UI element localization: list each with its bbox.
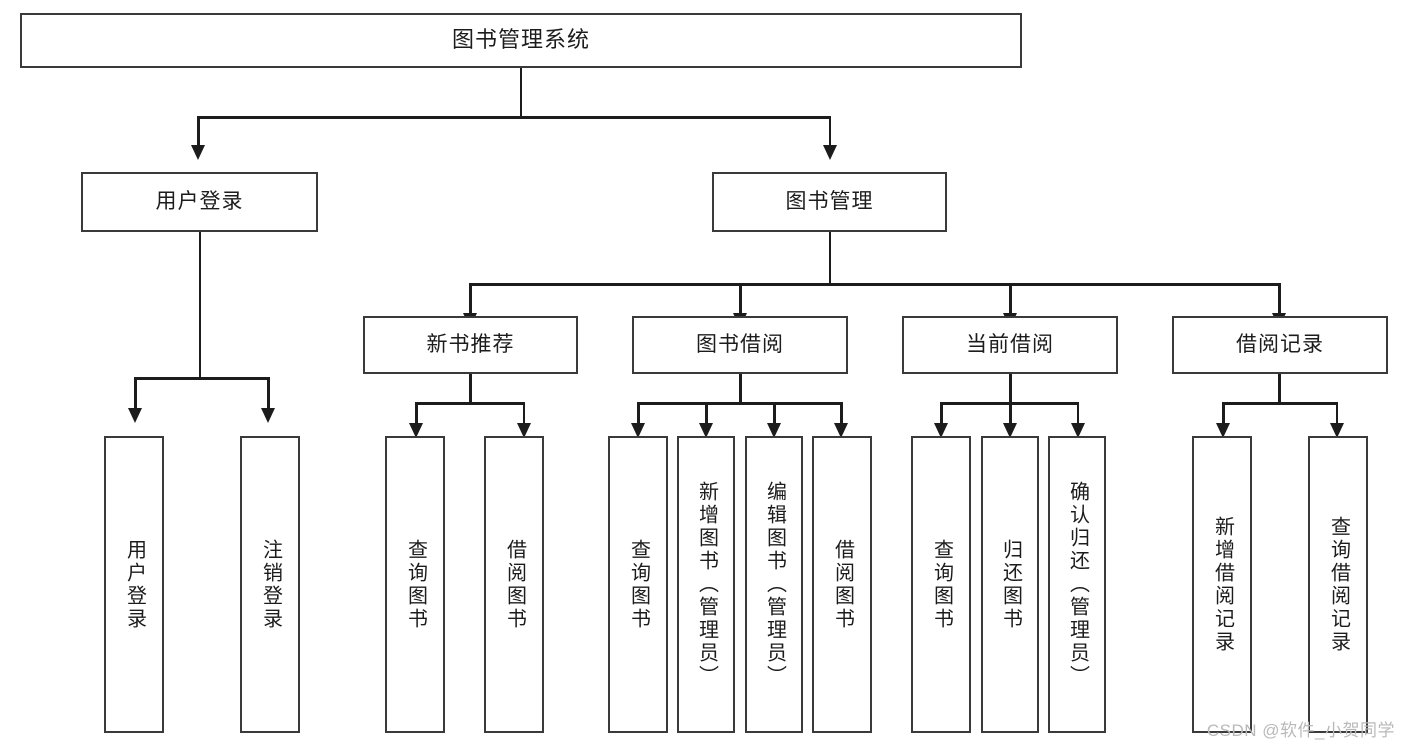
connector-book-borrow-drop-2 [705,402,708,424]
node-leaf-add-record[interactable]: 新增借阅记录 [1192,436,1252,733]
node-label: 确认归还（管理员） [1066,481,1089,688]
node-leaf-borrow-book-1[interactable]: 借阅图书 [484,436,544,733]
node-label: 借阅图书 [503,538,526,631]
connector-current-borrow-stem [1009,374,1012,404]
arrowhead-user-login [191,145,206,160]
arrowhead-leaf-borrow-book-1 [516,423,531,438]
connector-borrow-record-bus [1222,402,1338,405]
node-label: 查询图书 [627,538,650,631]
node-label: 借阅图书 [831,538,854,631]
arrowhead-leaf-add-book [699,423,714,438]
connector-book-borrow-drop-3 [773,402,776,424]
connector-to-book-management [828,116,831,146]
arrowhead-leaf-add-record [1216,423,1231,438]
node-leaf-user-login[interactable]: 用户登录 [104,436,164,733]
connector-new-book-drop-2 [522,402,525,424]
arrowhead-leaf-query-book-2 [631,423,646,438]
node-user-login[interactable]: 用户登录 [81,172,318,232]
arrowhead-leaf-logout [261,408,276,423]
connector-drop-book-borrow [739,283,742,314]
node-root-system[interactable]: 图书管理系统 [20,13,1022,68]
arrowhead-book-management [822,145,837,160]
node-label: 图书管理系统 [451,27,590,53]
node-label: 归还图书 [999,538,1022,631]
connector-book-borrow-drop-4 [840,402,843,424]
node-leaf-borrow-book-2[interactable]: 借阅图书 [812,436,872,733]
node-label: 新增图书（管理员） [695,481,718,688]
node-new-book-recommend[interactable]: 新书推荐 [363,316,578,374]
node-leaf-add-book[interactable]: 新增图书（管理员） [677,436,735,733]
connector-drop-borrow-record [1278,283,1281,314]
connector-book-borrow-bus [637,402,842,405]
connector-current-borrow-drop-1 [940,402,943,424]
node-leaf-return-book[interactable]: 归还图书 [981,436,1039,733]
arrowhead-leaf-confirm-return [1070,423,1085,438]
node-leaf-logout[interactable]: 注销登录 [240,436,300,733]
node-label: 新增借阅记录 [1211,515,1234,654]
node-label: 图书借阅 [696,333,784,357]
arrowhead-leaf-query-book-1 [409,423,424,438]
node-label: 图书管理 [785,190,874,214]
connector-to-user-login [197,116,200,146]
connector-drop-current-borrow [1009,283,1012,314]
arrowhead-leaf-borrow-book-2 [834,423,849,438]
connector-new-book-drop-1 [415,402,418,424]
node-leaf-query-book-3[interactable]: 查询图书 [911,436,971,733]
connector-root-bus [197,116,831,119]
node-label: 新书推荐 [426,333,515,357]
connector-borrow-record-stem [1278,374,1281,404]
connector-book-management-stem [828,232,831,285]
node-label: 查询借阅记录 [1327,515,1350,654]
node-label: 编辑图书（管理员） [763,481,786,688]
connector-new-book-stem [469,374,472,404]
connector-borrow-record-drop-1 [1222,402,1225,424]
connector-user-login-drop-2 [267,377,270,409]
node-label: 借阅记录 [1236,333,1324,357]
connector-book-borrow-stem [739,374,742,404]
node-book-borrow[interactable]: 图书借阅 [632,316,848,374]
connector-drop-new-book [469,283,472,314]
connector-user-login-stem [198,232,201,379]
arrowhead-leaf-edit-book [767,423,782,438]
connector-new-book-bus [415,402,525,405]
node-leaf-query-book-2[interactable]: 查询图书 [608,436,668,733]
node-leaf-edit-book[interactable]: 编辑图书（管理员） [745,436,803,733]
node-label: 当前借阅 [966,333,1054,357]
arrowhead-leaf-user-login [128,408,143,423]
node-book-management[interactable]: 图书管理 [712,172,947,232]
node-label: 查询图书 [404,538,427,631]
arrowhead-leaf-query-record [1329,423,1344,438]
connector-current-borrow-drop-3 [1076,402,1079,424]
node-current-borrow[interactable]: 当前借阅 [902,316,1118,374]
node-leaf-query-record[interactable]: 查询借阅记录 [1308,436,1368,733]
connector-borrow-record-drop-2 [1335,402,1338,424]
connector-current-borrow-drop-2 [1009,402,1012,424]
connector-user-login-bus [134,377,267,380]
node-label: 查询图书 [930,538,953,631]
connector-book-borrow-drop-1 [637,402,640,424]
node-leaf-query-book-1[interactable]: 查询图书 [385,436,445,733]
arrowhead-leaf-return-book [1003,423,1018,438]
node-label: 用户登录 [155,190,244,214]
node-label: 用户登录 [123,538,146,631]
arrowhead-leaf-query-book-3 [934,423,949,438]
connector-user-login-drop-1 [134,377,137,409]
node-label: 注销登录 [259,538,282,631]
node-leaf-confirm-return[interactable]: 确认归还（管理员） [1048,436,1106,733]
connector-book-management-bus [469,283,1280,286]
node-borrow-record[interactable]: 借阅记录 [1172,316,1388,374]
connector-root-stem [519,68,522,117]
